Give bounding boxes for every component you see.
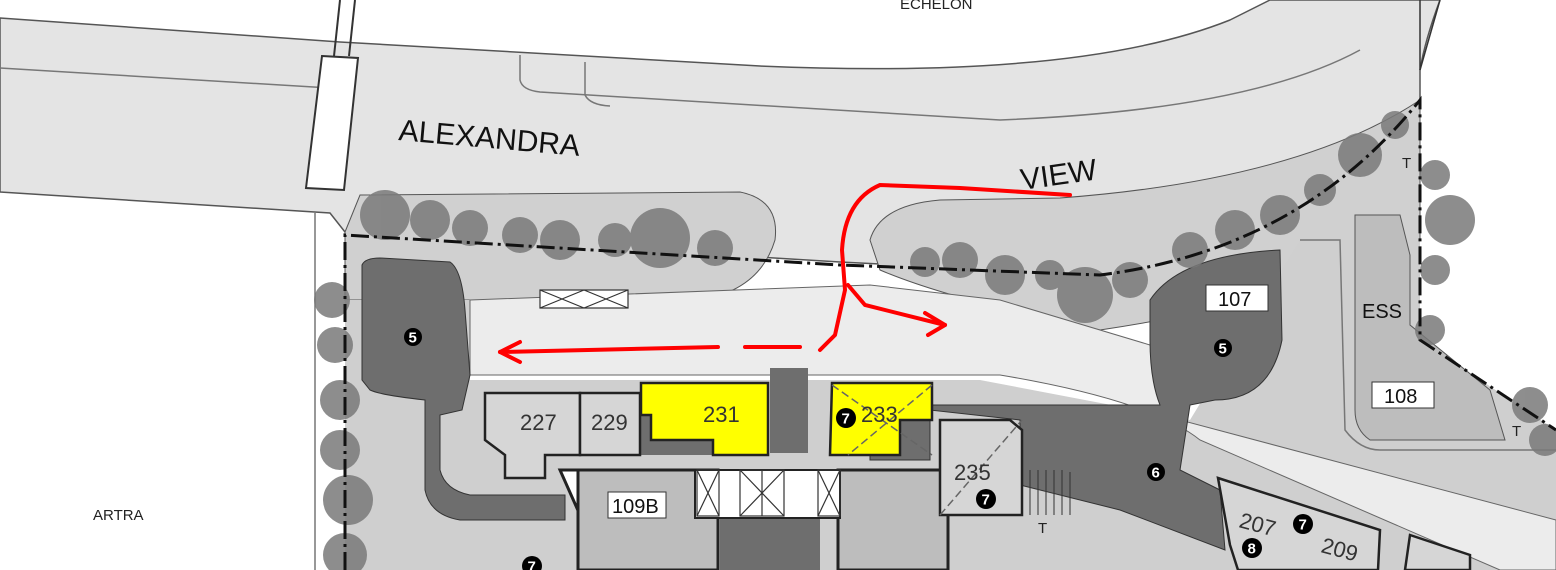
lane-line	[0, 67, 331, 89]
area-label-artra: ARTRA	[93, 507, 144, 524]
property-line	[343, 95, 1556, 570]
paving-patch	[770, 368, 808, 453]
unit-label: 229	[591, 410, 628, 435]
planter-boxes	[539, 289, 841, 517]
building-label-107: 107	[1218, 289, 1251, 311]
unit-label: 235	[954, 460, 991, 485]
svg-text:5: 5	[1219, 341, 1227, 358]
svg-text:7: 7	[528, 559, 536, 570]
unit-229[interactable]	[578, 391, 642, 457]
unit-235-cross	[939, 419, 1023, 516]
marker-7-unit-233: 7	[836, 408, 856, 428]
svg-text:8: 8	[1248, 541, 1256, 558]
ess-label: ESS	[1362, 301, 1402, 323]
parking-paving-west	[361, 257, 566, 521]
svg-text:7: 7	[982, 492, 990, 509]
label-box	[607, 491, 667, 519]
svg-text:5: 5	[409, 330, 417, 347]
building-label-108: 108	[1384, 386, 1417, 408]
unit-label: 231	[703, 402, 740, 427]
curb-line	[519, 49, 1361, 121]
t-label: T	[1038, 520, 1047, 537]
paving-patch	[720, 515, 820, 570]
svg-text:7: 7	[1299, 517, 1307, 534]
svg-text:7: 7	[842, 411, 850, 428]
courtyard-east	[836, 468, 950, 570]
unit-231[interactable]	[639, 381, 770, 457]
stairs	[1029, 470, 1071, 515]
marker-7-unit-235: 7	[976, 489, 996, 509]
marker-8: 8	[1242, 538, 1262, 558]
unit-label: 227	[520, 410, 557, 435]
unit-label: 233	[861, 402, 898, 427]
t-label: T	[1512, 423, 1521, 440]
marker-7-unit-207: 7	[1293, 514, 1313, 534]
curb-line	[584, 62, 611, 107]
crosswalk-line	[333, 0, 341, 57]
t-label: T	[1402, 155, 1411, 172]
marker-6: 6	[1147, 463, 1165, 482]
route-arrows	[498, 182, 1072, 364]
unit-partial	[1403, 533, 1472, 570]
unit-233-cross	[831, 384, 933, 456]
crosswalk	[304, 54, 360, 192]
label-box	[1371, 381, 1435, 409]
street-label-echelon: ECHELON	[900, 0, 973, 13]
label-box	[1205, 284, 1269, 312]
boundary-line	[1419, 0, 1441, 71]
building-label-109b: 109B	[612, 496, 659, 518]
svg-text:6: 6	[1152, 465, 1160, 482]
crosswalk-line	[348, 0, 356, 57]
trees	[314, 111, 1556, 570]
marker-7-south: 7	[522, 556, 542, 570]
marker-5-east: 5	[1214, 339, 1232, 358]
parking-paving-east	[869, 249, 1283, 551]
marker-5-west: 5	[404, 328, 422, 347]
sidewalk-edge	[1300, 239, 1556, 451]
drive-aisle	[469, 284, 1556, 570]
